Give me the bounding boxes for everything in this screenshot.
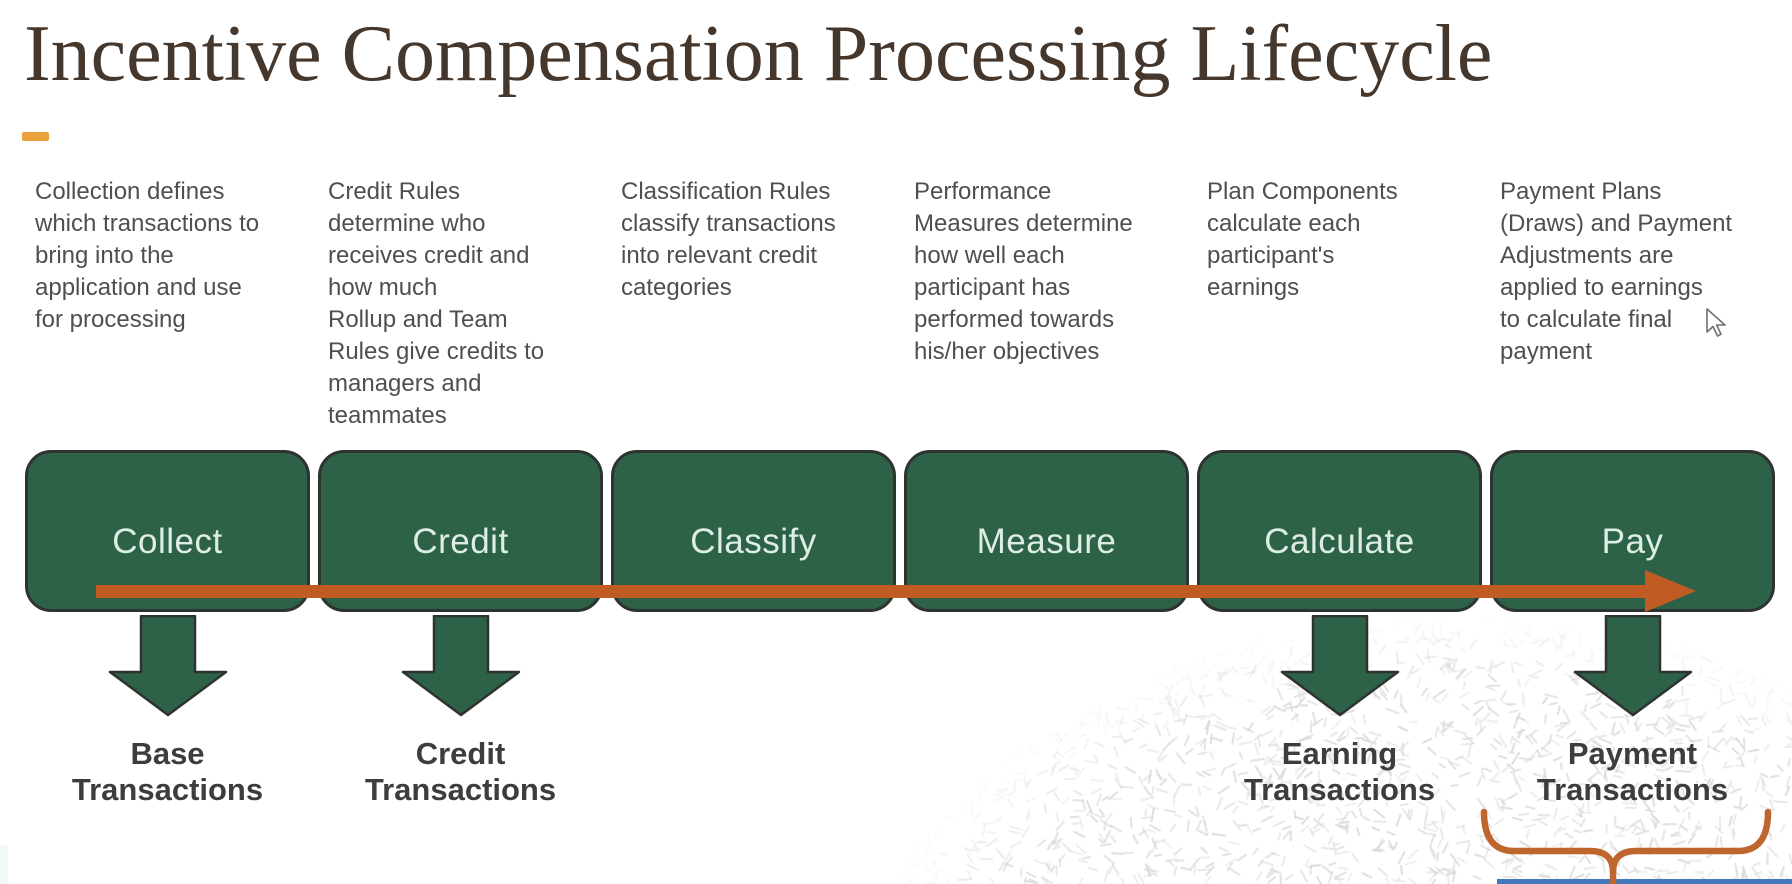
cutoff-blue-strip (1497, 879, 1792, 884)
output-label-earning-transactions: Earning Transactions (1243, 736, 1436, 807)
corner-tint (0, 845, 8, 884)
stage-label: Calculate (1264, 522, 1415, 561)
stage-description: Classification Rules classify transactio… (621, 178, 836, 301)
page-title: Incentive Compensation Processing Lifecy… (24, 10, 1493, 98)
stage-description: Plan Components calculate each participa… (1207, 178, 1398, 301)
down-arrow-icon (108, 615, 228, 717)
stage-description: Performance Measures determine how well … (914, 178, 1133, 365)
output-label-base-transactions: Base Transactions (71, 736, 264, 807)
output-label-payment-transactions: Payment Transactions (1536, 736, 1729, 807)
down-arrow-icon (1573, 615, 1693, 717)
flow-arrow-line (96, 585, 1645, 598)
flow-arrow-head (1645, 570, 1696, 612)
stage-description: Credit Rules determine who receives cred… (328, 178, 545, 429)
stage-label: Pay (1601, 522, 1664, 561)
stage-column-credit: Credit Rules determine who receives cred… (318, 0, 603, 884)
mouse-cursor (1706, 308, 1726, 337)
accent-dash (22, 132, 49, 141)
stage-label: Collect (112, 522, 223, 561)
stage-column-measure: Performance Measures determine how well … (904, 0, 1189, 884)
brace-icon (1480, 808, 1772, 884)
down-arrow-icon (401, 615, 521, 717)
stage-column-calculate: Plan Components calculate each participa… (1197, 0, 1482, 884)
stage-description: Collection defines which transactions to… (35, 178, 260, 333)
stage-label: Classify (690, 522, 817, 561)
output-label-credit-transactions: Credit Transactions (364, 736, 557, 807)
stage-column-pay: Payment Plans (Draws) and Payment Adjust… (1490, 0, 1775, 884)
stage-label: Measure (976, 522, 1117, 561)
down-arrow-icon (1280, 615, 1400, 717)
stage-column-collect: Collection defines which transactions to… (25, 0, 310, 884)
stage-label: Credit (412, 522, 509, 561)
stage-description: Payment Plans (Draws) and Payment Adjust… (1500, 178, 1733, 365)
stage-column-classify: Classification Rules classify transactio… (611, 0, 896, 884)
